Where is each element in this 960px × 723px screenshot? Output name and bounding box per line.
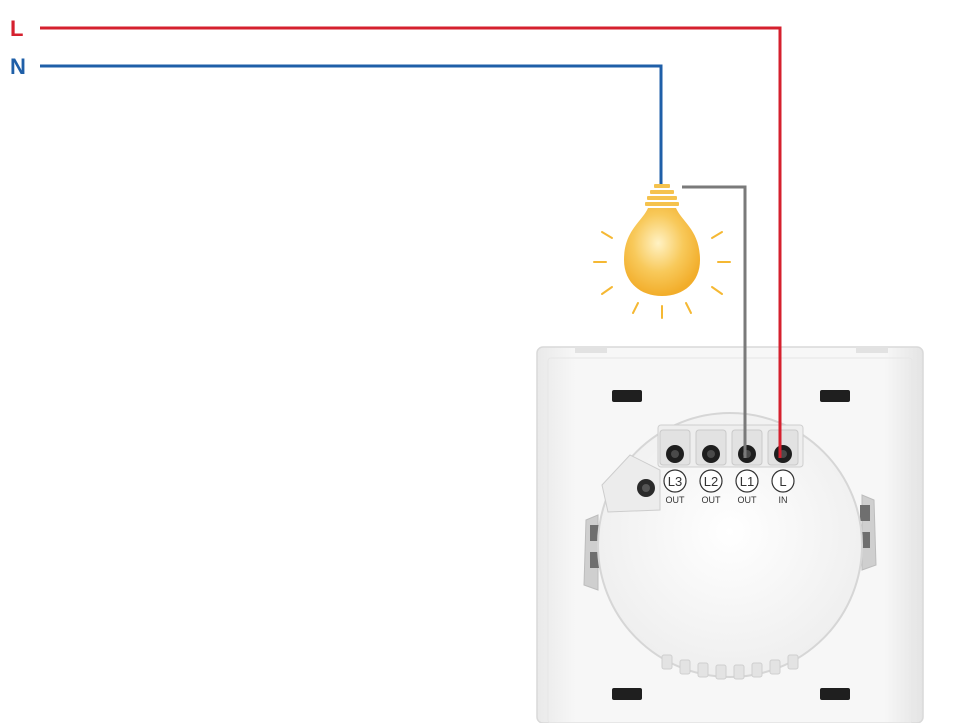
side-clip-left — [583, 514, 600, 591]
live-wire — [40, 26, 782, 458]
neutral-label: N — [10, 54, 26, 79]
housing-wedge — [601, 454, 661, 513]
mounting-slot — [612, 390, 642, 402]
terminal-label: L2 — [704, 474, 718, 489]
neutral-wire — [40, 64, 663, 188]
terminal-sublabel: OUT — [702, 495, 722, 505]
side-clip-right — [860, 494, 877, 571]
wires — [40, 26, 782, 458]
light-bulb — [593, 184, 731, 319]
terminal-label: L3 — [668, 474, 682, 489]
terminal-block — [657, 424, 804, 468]
mounting-slot — [820, 390, 850, 402]
bulb-glass — [624, 208, 700, 296]
terminal-sublabel: IN — [779, 495, 788, 505]
load-wire — [682, 185, 747, 458]
terminal-sublabel: OUT — [738, 495, 758, 505]
terminal-sublabel: OUT — [666, 495, 686, 505]
live-label: L — [10, 16, 23, 41]
mounting-slot — [612, 688, 642, 700]
terminal-label: L — [779, 474, 786, 489]
housing-vents — [661, 654, 799, 680]
terminal-label: L1 — [740, 474, 754, 489]
mounting-slot — [820, 688, 850, 700]
bulb-base — [645, 184, 679, 206]
bulb-rays — [593, 231, 731, 319]
switch-panel-inner — [547, 357, 913, 723]
